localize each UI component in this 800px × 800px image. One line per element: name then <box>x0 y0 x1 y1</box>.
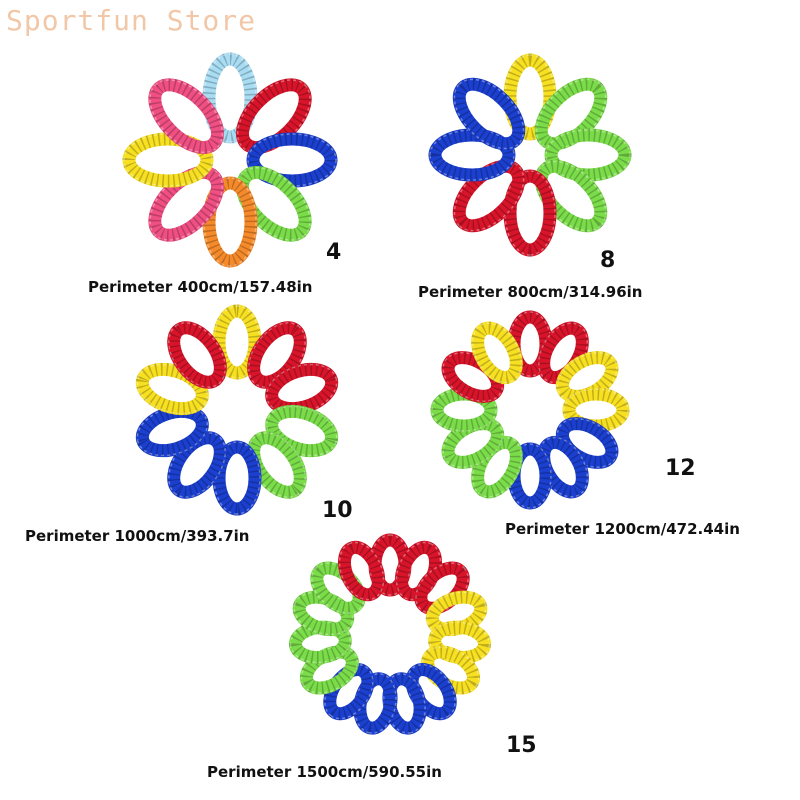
loop-band <box>167 321 227 389</box>
loop-band <box>265 404 339 458</box>
loop-band <box>503 169 557 257</box>
product-12-person <box>415 310 645 510</box>
loop-band <box>212 440 262 516</box>
loop-bands-15-image <box>288 533 492 735</box>
loop-band <box>452 77 526 151</box>
loop-bands-12-image <box>430 310 630 510</box>
loop-band <box>236 166 312 242</box>
loop-band <box>414 561 470 615</box>
loop-band <box>471 321 523 385</box>
count-label-8: 8 <box>600 248 616 273</box>
loop-band <box>428 128 516 182</box>
loop-band <box>534 159 608 233</box>
loop-band <box>247 431 307 499</box>
product-10-person <box>115 304 360 516</box>
loop-band <box>247 321 307 389</box>
loop-bands-10-image <box>135 304 339 516</box>
loop-band <box>135 362 209 416</box>
perimeter-label-8: Perimeter 800cm/314.96in <box>418 283 643 301</box>
loop-band <box>534 77 608 151</box>
loop-band <box>337 540 386 602</box>
loop-band <box>236 78 312 154</box>
perimeter-label-15: Perimeter 1500cm/590.55in <box>207 763 442 781</box>
perimeter-label-12: Perimeter 1200cm/472.44in <box>505 520 740 538</box>
store-watermark: Sportfun Store <box>6 4 257 37</box>
loop-bands-4-image <box>122 52 338 268</box>
loop-band <box>148 78 224 154</box>
product-4-person <box>95 52 365 268</box>
loop-band <box>452 159 526 233</box>
count-label-15: 15 <box>506 733 537 758</box>
loop-band <box>167 431 227 499</box>
loop-band <box>405 663 457 721</box>
perimeter-label-10: Perimeter 1000cm/393.7in <box>25 527 250 545</box>
perimeter-label-4: Perimeter 400cm/157.48in <box>88 278 313 296</box>
count-label-4: 4 <box>326 240 342 265</box>
loop-band <box>544 128 632 182</box>
count-label-10: 10 <box>322 498 353 523</box>
loop-band <box>299 645 359 695</box>
loop-bands-8-image <box>428 53 632 257</box>
product-15-person <box>270 533 510 735</box>
loop-band <box>148 166 224 242</box>
loop-band <box>503 53 557 141</box>
product-8-person <box>410 53 650 257</box>
count-label-12: 12 <box>665 456 696 481</box>
